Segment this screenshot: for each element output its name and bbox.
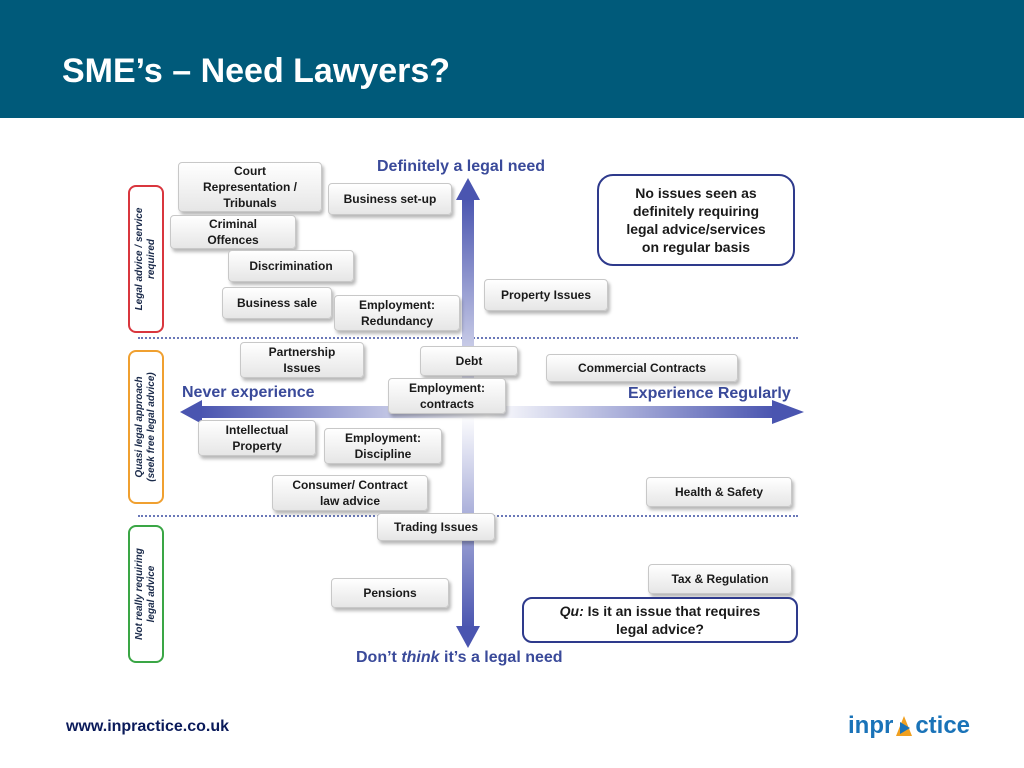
issue-health-safety: Health & Safety xyxy=(646,477,792,507)
axis-label-bottom-suffix: it’s a legal need xyxy=(439,649,563,666)
footer-url[interactable]: www.inpractice.co.uk xyxy=(66,718,230,735)
logo-text-left: inpr xyxy=(848,712,894,739)
issue-discrimination: Discrimination xyxy=(228,250,354,282)
issue-tax-regulation: Tax & Regulation xyxy=(648,564,792,594)
arrow-down-icon xyxy=(456,626,480,648)
issue-employment-contracts: Employment: contracts xyxy=(388,378,506,414)
axis-label-bottom-prefix: Don’t xyxy=(356,649,402,666)
brand-logo: inpr ctice xyxy=(848,712,970,740)
issue-business-sale: Business sale xyxy=(222,287,332,319)
issue-partnership: Partnership Issues xyxy=(240,342,364,378)
issue-pensions: Pensions xyxy=(331,578,449,608)
note-question-prefix: Qu: xyxy=(559,603,584,619)
issue-employment-discipline: Employment: Discipline xyxy=(324,428,442,464)
note-question-text1: Is it an issue that requires xyxy=(583,603,761,619)
issue-intellectual-property: Intellectual Property xyxy=(198,420,316,456)
issue-business-setup: Business set-up xyxy=(328,183,452,215)
issue-trading: Trading Issues xyxy=(377,513,495,541)
arrow-right-icon xyxy=(772,400,804,424)
arrow-left-icon xyxy=(180,400,202,424)
axis-label-bottom: Don’t think it’s a legal need xyxy=(356,649,563,667)
side-box-quasi-legal: Quasi legal approach (seek free legal ad… xyxy=(128,350,164,504)
side-box-legal-required: Legal advice / service required xyxy=(128,185,164,333)
issue-court-representation: Court Representation / Tribunals xyxy=(178,162,322,212)
issue-criminal-offences: Criminal Offences xyxy=(170,215,296,249)
issue-property: Property Issues xyxy=(484,279,608,311)
note-question-line2: legal advice? xyxy=(616,621,704,637)
axis-label-bottom-italic: think xyxy=(401,649,440,666)
issue-commercial-contracts: Commercial Contracts xyxy=(546,354,738,382)
arrow-up-icon xyxy=(456,178,480,200)
note-no-issues-text: No issues seen as definitely requiring l… xyxy=(626,185,766,255)
axis-label-left: Never experience xyxy=(182,384,315,401)
play-triangle-icon xyxy=(896,716,913,736)
issue-debt: Debt xyxy=(420,346,518,376)
side-box-not-requiring: Not really requiring legal advice xyxy=(128,525,164,663)
note-question-line1: Qu: Is it an issue that requires xyxy=(560,602,761,620)
axis-label-top: Definitely a legal need xyxy=(377,158,546,175)
page-title: SME’s – Need Lawyers? xyxy=(62,52,451,90)
issue-consumer-contract-law: Consumer/ Contract law advice xyxy=(272,475,428,511)
note-no-issues: No issues seen as definitely requiring l… xyxy=(597,174,795,266)
note-question: Qu: Is it an issue that requires legal a… xyxy=(522,597,798,643)
axis-label-right: Experience Regularly xyxy=(628,385,791,402)
header-bar xyxy=(0,0,1024,118)
issue-employment-redundancy: Employment: Redundancy xyxy=(334,295,460,331)
logo-text-right: ctice xyxy=(915,712,971,739)
